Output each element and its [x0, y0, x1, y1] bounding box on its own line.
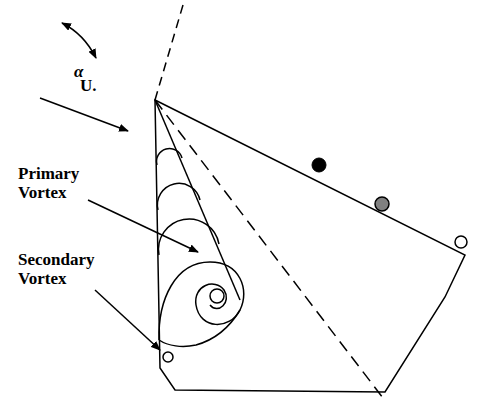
velocity-symbol: U. [80, 76, 120, 95]
angle-arc [62, 23, 96, 58]
part-label: Secondary Vortex [18, 250, 118, 288]
part-label: Primary Vortex [18, 164, 98, 202]
wing-outline [155, 100, 465, 392]
vortex-arc [157, 149, 182, 165]
body-axis [155, 5, 183, 100]
leader-arrow [88, 200, 198, 252]
vortex-core [210, 289, 224, 303]
vortex-edge [155, 100, 240, 300]
pressure-tap [375, 197, 389, 211]
pressure-tap [312, 158, 326, 172]
vortex-sheet [159, 310, 240, 346]
pressure-tap [455, 236, 467, 248]
freestream-arrow [40, 98, 128, 131]
centerline [155, 100, 383, 398]
leader-arrow [95, 290, 160, 350]
vortex-spiral [159, 262, 244, 340]
vortex-arc [157, 183, 200, 210]
secondary-vortex [163, 352, 173, 362]
